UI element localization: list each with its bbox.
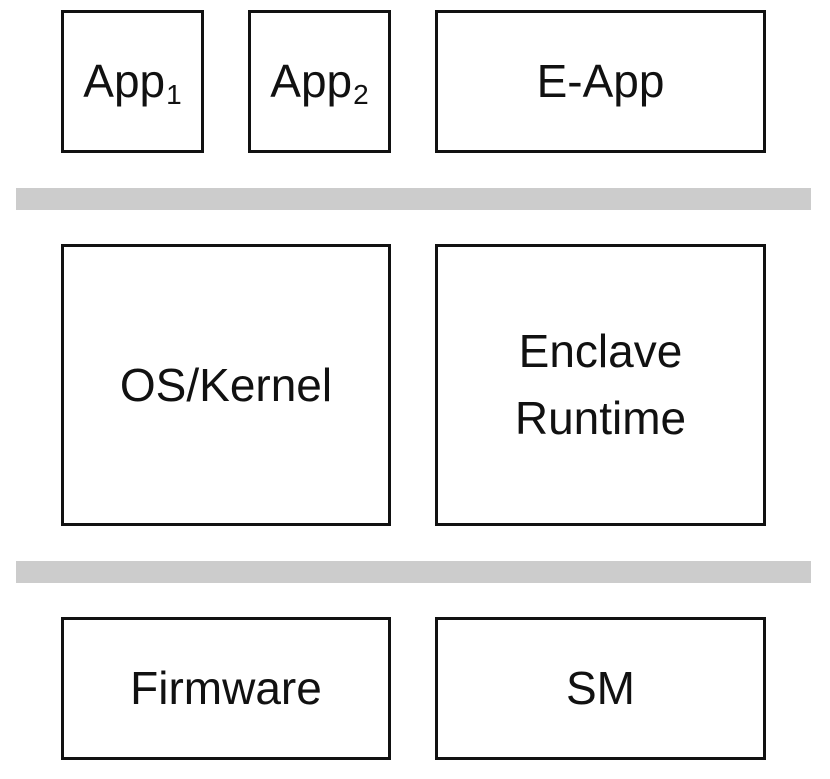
sm-box: SM [435, 617, 766, 760]
os-firmware-separator [16, 561, 811, 583]
firmware-box: Firmware [61, 617, 391, 760]
app2-subscript: 2 [353, 79, 369, 111]
enclave-runtime-box: Enclave Runtime [435, 244, 766, 526]
os-kernel-box: OS/Kernel [61, 244, 391, 526]
enclave-runtime-label: Enclave Runtime [515, 318, 686, 451]
app1-label: App [83, 55, 166, 108]
app1-subscript: 1 [166, 79, 182, 111]
e-app-label: E-App [536, 55, 665, 108]
e-app-box: E-App [435, 10, 766, 153]
sm-label: SM [566, 662, 635, 715]
app2-label: App [270, 55, 353, 108]
enclave-runtime-line2: Runtime [514, 392, 687, 444]
user-os-separator [16, 188, 811, 210]
enclave-runtime-line1: Enclave [518, 325, 683, 378]
firmware-label: Firmware [130, 662, 322, 715]
os-kernel-label: OS/Kernel [119, 358, 333, 411]
